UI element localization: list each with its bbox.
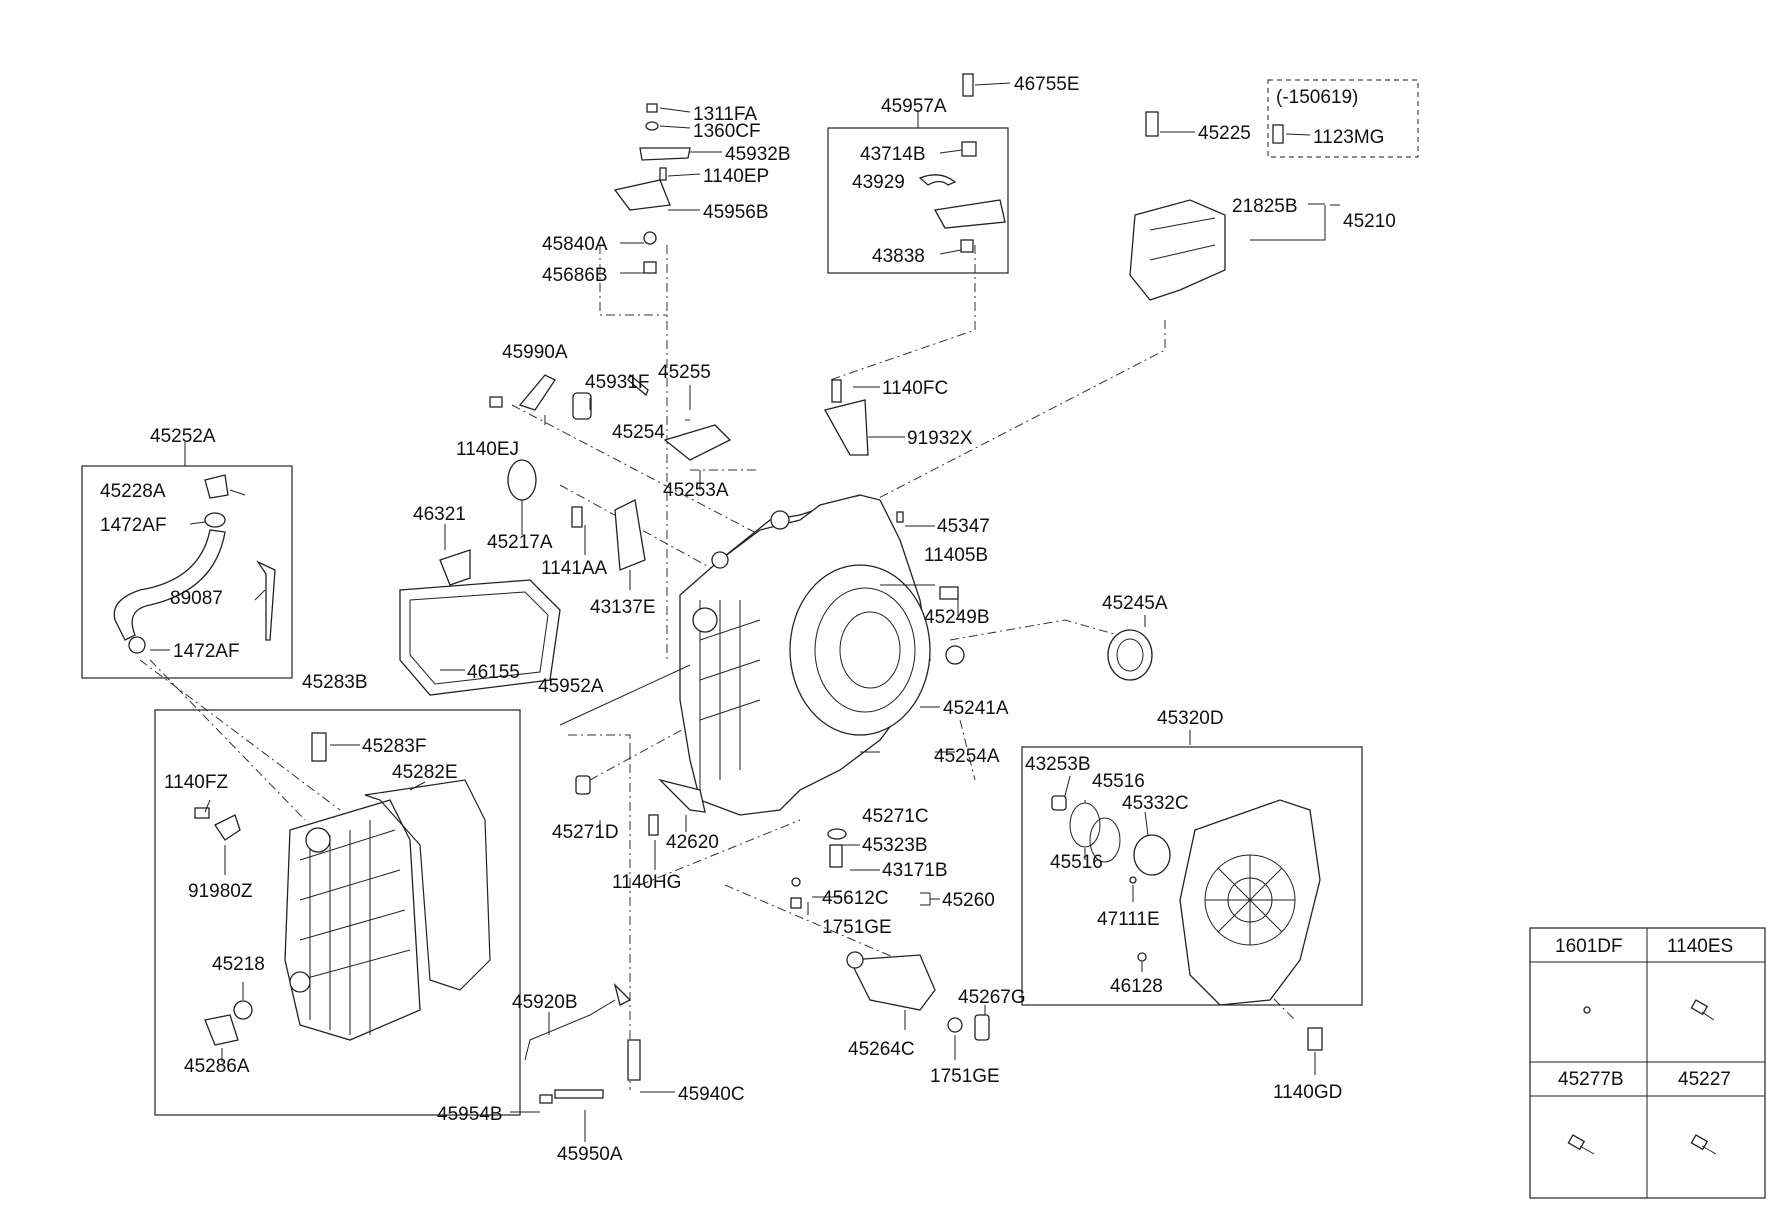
label-45516-top: 45516 [1092, 771, 1145, 792]
label-1141AA: 1141AA [541, 558, 608, 579]
label-45957A: 45957A [881, 96, 947, 117]
label-150619: (-150619) [1276, 87, 1358, 108]
label-43137E: 43137E [590, 597, 656, 618]
label-45320D: 45320D [1157, 708, 1224, 729]
label-45931F: 45931F [585, 372, 649, 393]
box-45283B [154, 709, 521, 1116]
bolt-icon [1690, 999, 1715, 1021]
label-45954B: 45954B [437, 1104, 503, 1125]
label-45253A: 45253A [663, 480, 729, 501]
label-1140FZ: 1140FZ [164, 772, 228, 793]
label-45252A: 45252A [150, 426, 216, 447]
label-45267G: 45267G [958, 987, 1026, 1008]
label-45920B: 45920B [512, 992, 578, 1013]
label-1311FA: 1311FA [693, 104, 757, 125]
label-91980Z: 91980Z [188, 881, 253, 902]
label-45254A: 45254A [934, 746, 1000, 767]
label-45260: 45260 [942, 890, 995, 911]
label-1751GE-top: 1751GE [822, 917, 892, 938]
label-89087: 89087 [170, 588, 223, 609]
label-45323B: 45323B [862, 835, 928, 856]
label-45218: 45218 [212, 954, 265, 975]
label-45241A: 45241A [943, 698, 1009, 719]
box-150619 [1267, 79, 1419, 158]
label-1360CF: 1360CF [693, 121, 761, 142]
legend-45227: 45227 [1678, 1069, 1731, 1090]
label-leaders [150, 82, 1340, 1142]
label-45271C: 45271C [862, 806, 929, 827]
label-45255: 45255 [658, 362, 711, 383]
label-46128: 46128 [1110, 976, 1163, 997]
label-46321: 46321 [413, 504, 466, 525]
label-45332C: 45332C [1122, 793, 1189, 814]
label-1751GE-bottom: 1751GE [930, 1066, 1000, 1087]
label-1140EJ: 1140EJ [456, 439, 519, 460]
label-45264C: 45264C [848, 1039, 915, 1060]
part-labels: 1311FA 1360CF 45932B 1140EP 45956B 45840… [100, 74, 1396, 1165]
label-91932X: 91932X [907, 428, 973, 449]
label-45286A: 45286A [184, 1056, 250, 1077]
label-1140HG: 1140HG [612, 872, 681, 893]
label-45686B: 45686B [542, 265, 608, 286]
label-45225: 45225 [1198, 123, 1251, 144]
label-47111E: 47111E [1097, 909, 1160, 930]
oil-pan [284, 779, 491, 1041]
bolt-icon [1567, 1134, 1595, 1155]
label-1123MG: 1123MG [1313, 127, 1384, 148]
label-45952A: 45952A [538, 676, 604, 697]
label-1140EP: 1140EP [703, 166, 769, 187]
label-46755E: 46755E [1014, 74, 1080, 95]
label-45254: 45254 [612, 422, 665, 443]
bolt-icon [1690, 1134, 1717, 1155]
washer-icon [1583, 1006, 1591, 1014]
label-1140FC: 1140FC [882, 378, 948, 399]
legend-45277B: 45277B [1558, 1069, 1624, 1090]
label-45217A: 45217A [487, 532, 553, 553]
label-45347: 45347 [937, 516, 990, 537]
label-45210: 45210 [1343, 211, 1396, 232]
label-45249B: 45249B [924, 607, 990, 628]
label-45932B: 45932B [725, 144, 791, 165]
label-46155: 46155 [467, 662, 520, 683]
label-45956B: 45956B [703, 202, 769, 223]
small-parts [113, 73, 1323, 1104]
label-45612C: 45612C [822, 888, 889, 909]
label-1140GD: 1140GD [1273, 1082, 1342, 1103]
transmission-case [679, 494, 931, 816]
label-43714B: 43714B [860, 144, 926, 165]
group-boxes [81, 79, 1419, 1116]
label-45283F: 45283F [362, 736, 426, 757]
label-1472AF-top: 1472AF [100, 515, 167, 536]
legend-1601DF: 1601DF [1555, 936, 1623, 957]
label-42620: 42620 [666, 832, 719, 853]
label-45283B: 45283B [302, 672, 368, 693]
parts-legend-table: 1601DF 1140ES 45277B 45227 [1529, 927, 1766, 1199]
label-45271D: 45271D [552, 822, 619, 843]
label-1472AF-bottom: 1472AF [173, 641, 240, 662]
label-45950A: 45950A [557, 1144, 623, 1165]
box-45320D [1021, 746, 1363, 1006]
label-11405B: 11405B [924, 545, 988, 566]
label-43929: 43929 [852, 172, 905, 193]
box-45252A [81, 465, 293, 679]
label-45282E: 45282E [392, 762, 458, 783]
label-45245A: 45245A [1102, 593, 1168, 614]
legend-1140ES: 1140ES [1667, 936, 1733, 957]
label-45940C: 45940C [678, 1084, 745, 1105]
label-45516-bottom: 45516 [1050, 852, 1103, 873]
label-21825B: 21825B [1232, 196, 1298, 217]
label-43171B: 43171B [882, 860, 948, 881]
label-45990A: 45990A [502, 342, 568, 363]
label-45228A: 45228A [100, 481, 166, 502]
label-45840A: 45840A [542, 234, 608, 255]
label-43253B: 43253B [1025, 754, 1091, 775]
label-43838: 43838 [872, 246, 925, 267]
oil-filter [399, 549, 561, 696]
